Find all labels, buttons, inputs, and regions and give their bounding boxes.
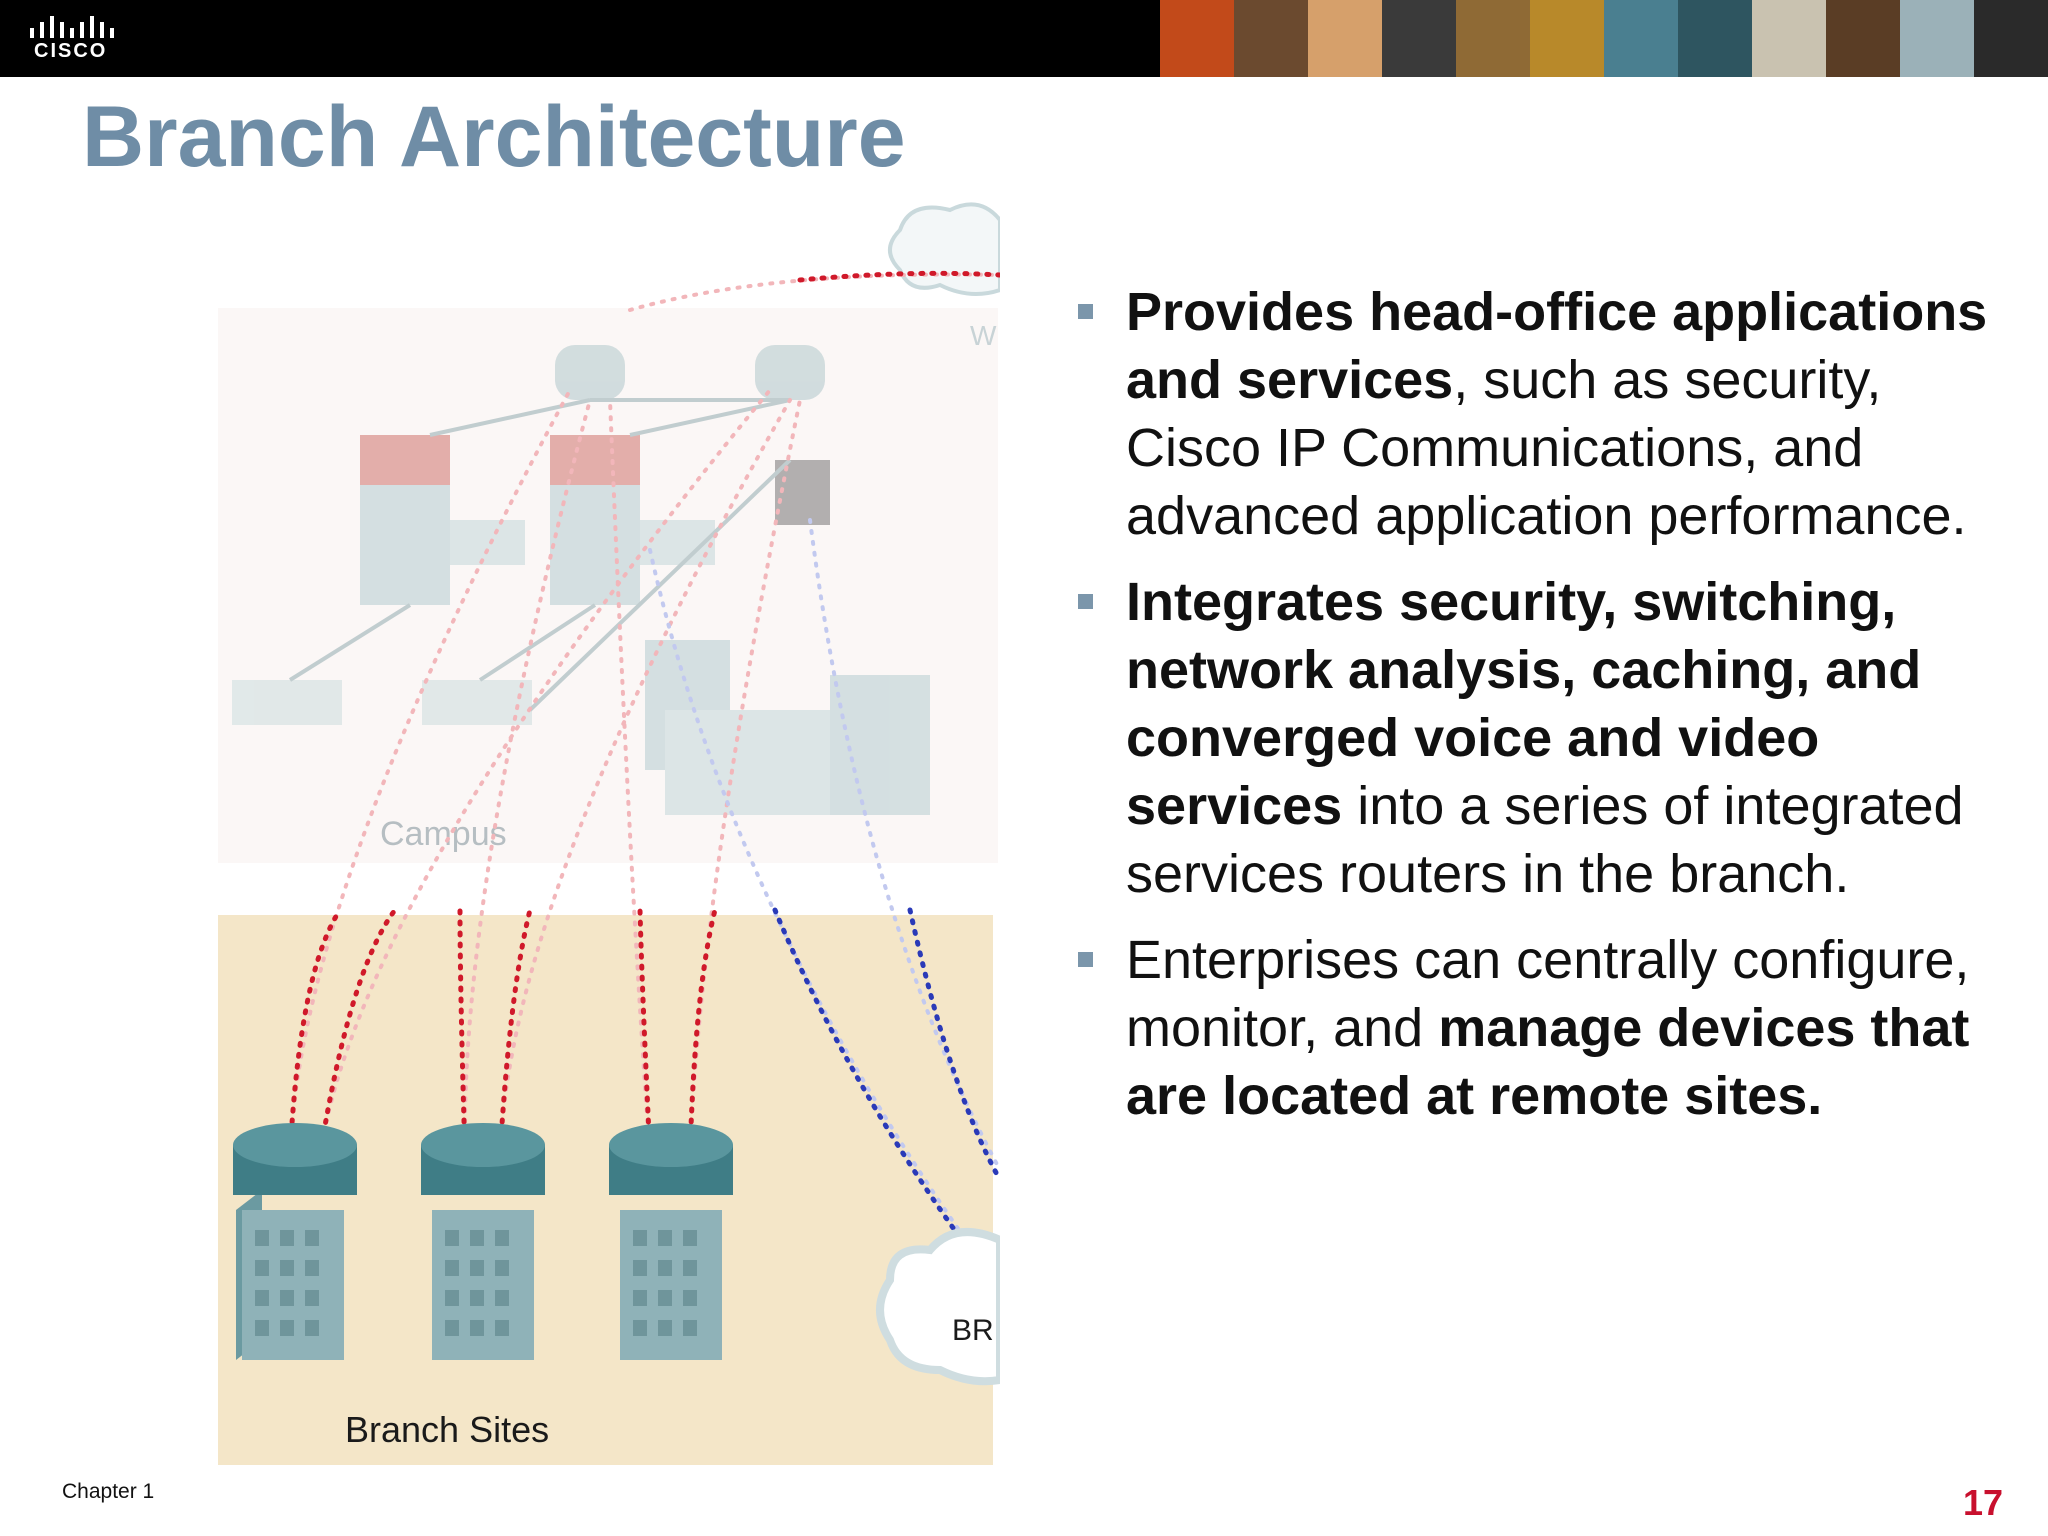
header-photo — [1900, 0, 1974, 77]
bullet-text: Enterprises can centrally configure, mon… — [1126, 930, 1970, 1058]
cisco-logo-icon — [30, 16, 114, 38]
bullet-bold-text: Provides head-office applications and se… — [1126, 282, 1988, 410]
campus-switch-1 — [360, 485, 450, 605]
branch-architecture-diagram: W Campus — [218, 202, 1000, 1465]
header-photo — [1752, 0, 1826, 77]
header-photo — [1826, 0, 1900, 77]
header-photo-strip — [1160, 0, 2048, 77]
bullet-square-icon — [1078, 952, 1093, 967]
campus-switch-4 — [640, 520, 715, 565]
bullet-item: Provides head-office applications and se… — [1070, 278, 2030, 550]
bullet-item: Enterprises can centrally configure, mon… — [1070, 926, 2030, 1130]
building-windows — [255, 1230, 697, 1336]
campus-firewall-2 — [550, 435, 640, 485]
branch-site-1 — [233, 1123, 357, 1360]
footer-chapter: Chapter 1 — [62, 1480, 155, 1503]
campus-devices — [232, 345, 930, 815]
campus-area — [218, 308, 998, 863]
slide-title: Branch Architecture — [82, 89, 906, 185]
access-switch-1 — [232, 680, 342, 725]
server-tower — [645, 640, 730, 770]
bullet-list: Provides head-office applications and se… — [1070, 278, 2030, 1148]
header-bar: CISCO — [0, 0, 2048, 77]
bullet-bold-text: Integrates security, switching, network … — [1126, 572, 1922, 836]
server-building-2 — [830, 675, 930, 815]
page-number: 17 — [1962, 1482, 2003, 1523]
workstation — [775, 460, 830, 525]
server-building-1 — [665, 710, 835, 815]
header-photo — [1974, 0, 2048, 77]
header-photo — [1456, 0, 1530, 77]
wan-cloud — [888, 202, 1000, 296]
logo-wordmark: CISCO — [34, 40, 108, 62]
bullet-bold-text: manage devices that are located at remot… — [1126, 998, 1970, 1126]
header-photo — [1308, 0, 1382, 77]
campus-label: Campus — [380, 815, 507, 853]
bullet-text: into a series of integrated services rou… — [1126, 776, 1964, 904]
branch-cloud-label: BR — [952, 1314, 994, 1347]
bullet-item: Integrates security, switching, network … — [1070, 568, 2030, 908]
header-photo — [1234, 0, 1308, 77]
branch-cloud — [876, 1228, 1000, 1386]
campus-router-1 — [555, 345, 625, 400]
bullet-square-icon — [1078, 594, 1093, 609]
header-photo — [1604, 0, 1678, 77]
wan-links — [287, 270, 1000, 1268]
campus-switch-3 — [450, 520, 525, 565]
bullet-square-icon — [1078, 304, 1093, 319]
wan-cloud-label: W — [970, 320, 997, 351]
branch-label: Branch Sites — [345, 1409, 549, 1450]
header-photo — [1160, 0, 1234, 77]
header-photo — [1678, 0, 1752, 77]
campus-firewall-1 — [360, 435, 450, 485]
campus-router-2 — [755, 345, 825, 400]
header-photo — [1382, 0, 1456, 77]
header-photo — [1530, 0, 1604, 77]
bullet-text: , such as security, Cisco IP Communicati… — [1126, 350, 1967, 546]
